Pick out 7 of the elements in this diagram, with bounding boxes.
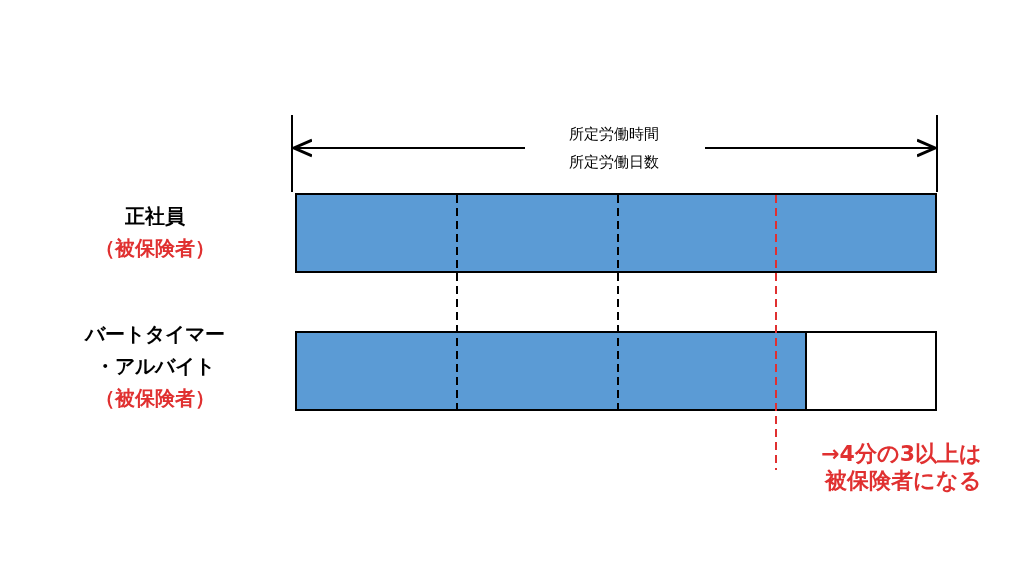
status-label: （被保険者）: [94, 235, 216, 262]
row-label: 正社員: [124, 203, 186, 230]
status-label: （被保険者）: [94, 385, 216, 412]
bar: [295, 331, 937, 411]
row-label: バートタイマー・アルバイト: [83, 321, 226, 380]
note: →4分の3以上は被保険者になる: [820, 440, 983, 494]
bar: [295, 193, 937, 273]
